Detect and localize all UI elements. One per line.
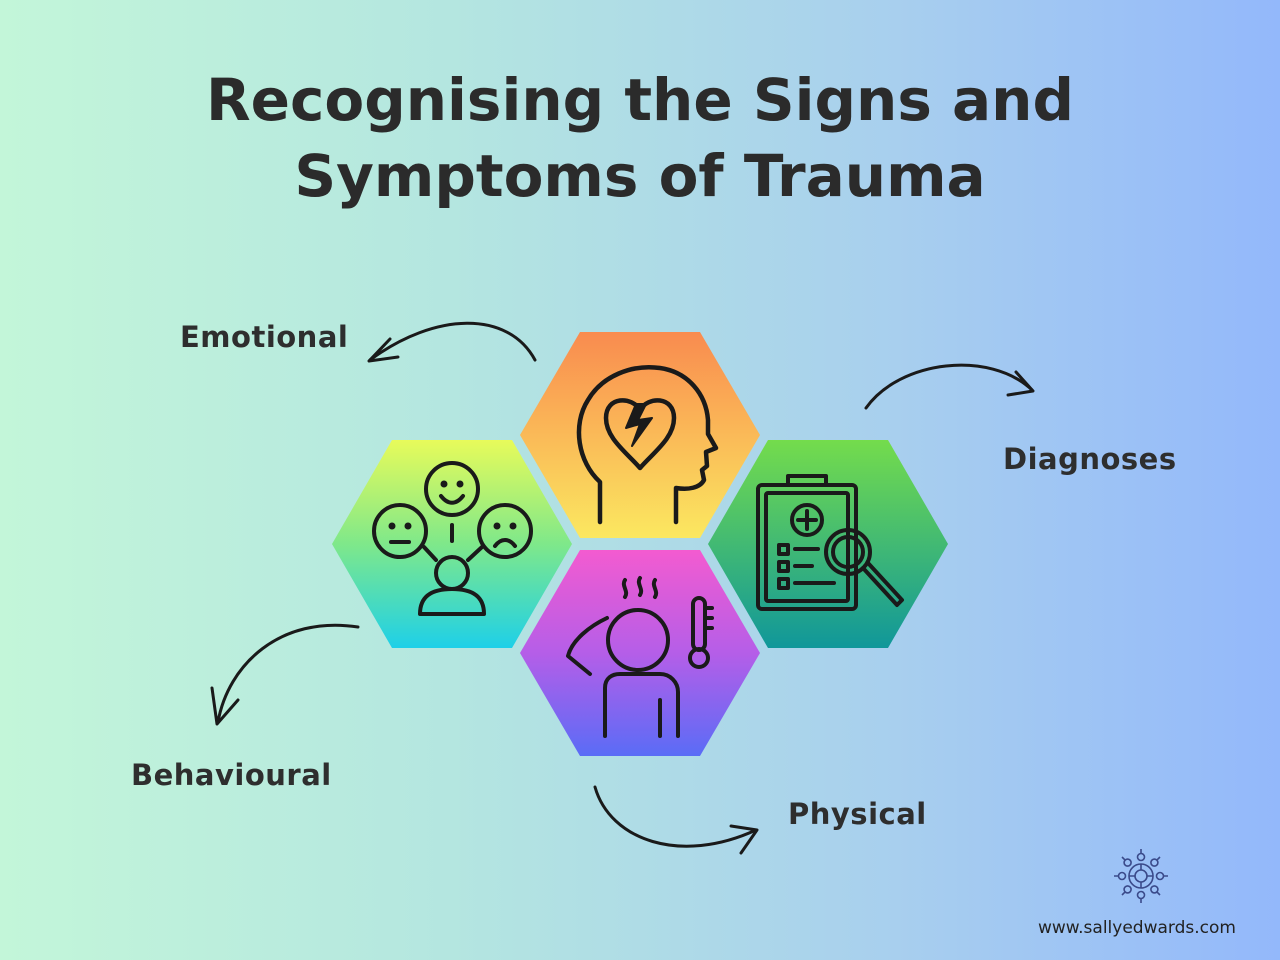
hexagon-physical (520, 550, 760, 756)
head-heart-lightning-icon (576, 365, 719, 525)
label-emotional: Emotional (180, 320, 349, 354)
website-link[interactable]: www.sallyedwards.com (1038, 918, 1236, 938)
arrow-to-emotional (367, 321, 537, 363)
title-line-1: Recognising the Signs and (206, 66, 1074, 134)
person-moods-icon (372, 461, 533, 616)
title-line-2: Symptoms of Trauma (294, 142, 986, 210)
label-behavioural: Behavioural (131, 758, 332, 792)
arrow-to-physical (593, 785, 759, 855)
clipboard-magnifier-icon (756, 474, 904, 611)
logo-mandala-icon (1114, 849, 1168, 903)
sick-person-thermometer-icon (566, 576, 714, 738)
page-title: Recognising the Signs and Symptoms of Tr… (0, 62, 1280, 214)
arrow-to-behavioural (210, 623, 360, 726)
hexagon-behavioural (332, 440, 572, 648)
arrow-to-diagnoses (864, 363, 1035, 410)
label-diagnoses: Diagnoses (1003, 442, 1177, 476)
label-physical: Physical (788, 797, 927, 831)
